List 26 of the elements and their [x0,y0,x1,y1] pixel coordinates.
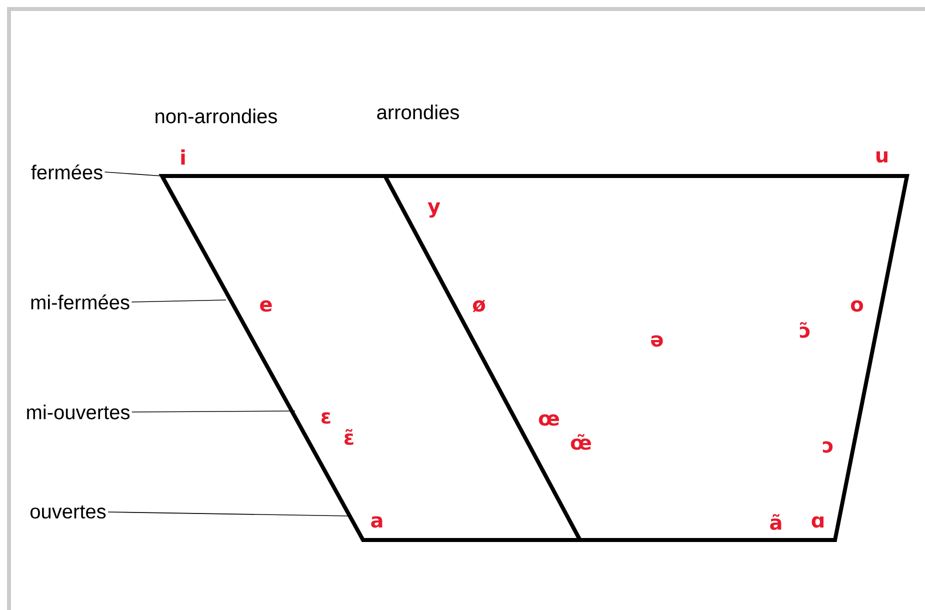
vowel-symbol: e [260,300,272,312]
leader-line [104,172,162,176]
vowel-symbol: ɔ̃ [800,322,810,338]
vowel-symbol: ã [770,514,782,530]
vowel-symbol: œ [538,414,559,426]
row-label: mi-ouvertes [27,404,130,420]
vowel-symbol: a [371,516,382,528]
vowel-symbol: i [181,149,185,165]
row-label: mi-fermées [31,294,130,310]
leader-line [131,410,296,412]
column-label: non-arrondies [156,108,277,124]
vowel-symbol: œ̃ [570,434,591,450]
vowel-symbol: o [851,300,863,312]
vowel-symbol: ə [651,335,663,347]
row-label: fermées [31,164,102,180]
vowel-symbol: u [876,151,888,163]
vowel-symbol: ɛ [322,412,330,424]
leader-line [108,512,350,516]
vowel-symbol: y [428,202,440,218]
leader-line [131,300,226,302]
vowel-symbol: ɛ̃ [344,429,354,445]
vowel-symbol: ø [472,300,486,312]
vowel-symbol: ɔ [822,441,833,453]
column-label: arrondies [377,104,459,120]
vowel-symbol: ɑ [812,516,824,528]
row-label: ouvertes [30,505,106,519]
